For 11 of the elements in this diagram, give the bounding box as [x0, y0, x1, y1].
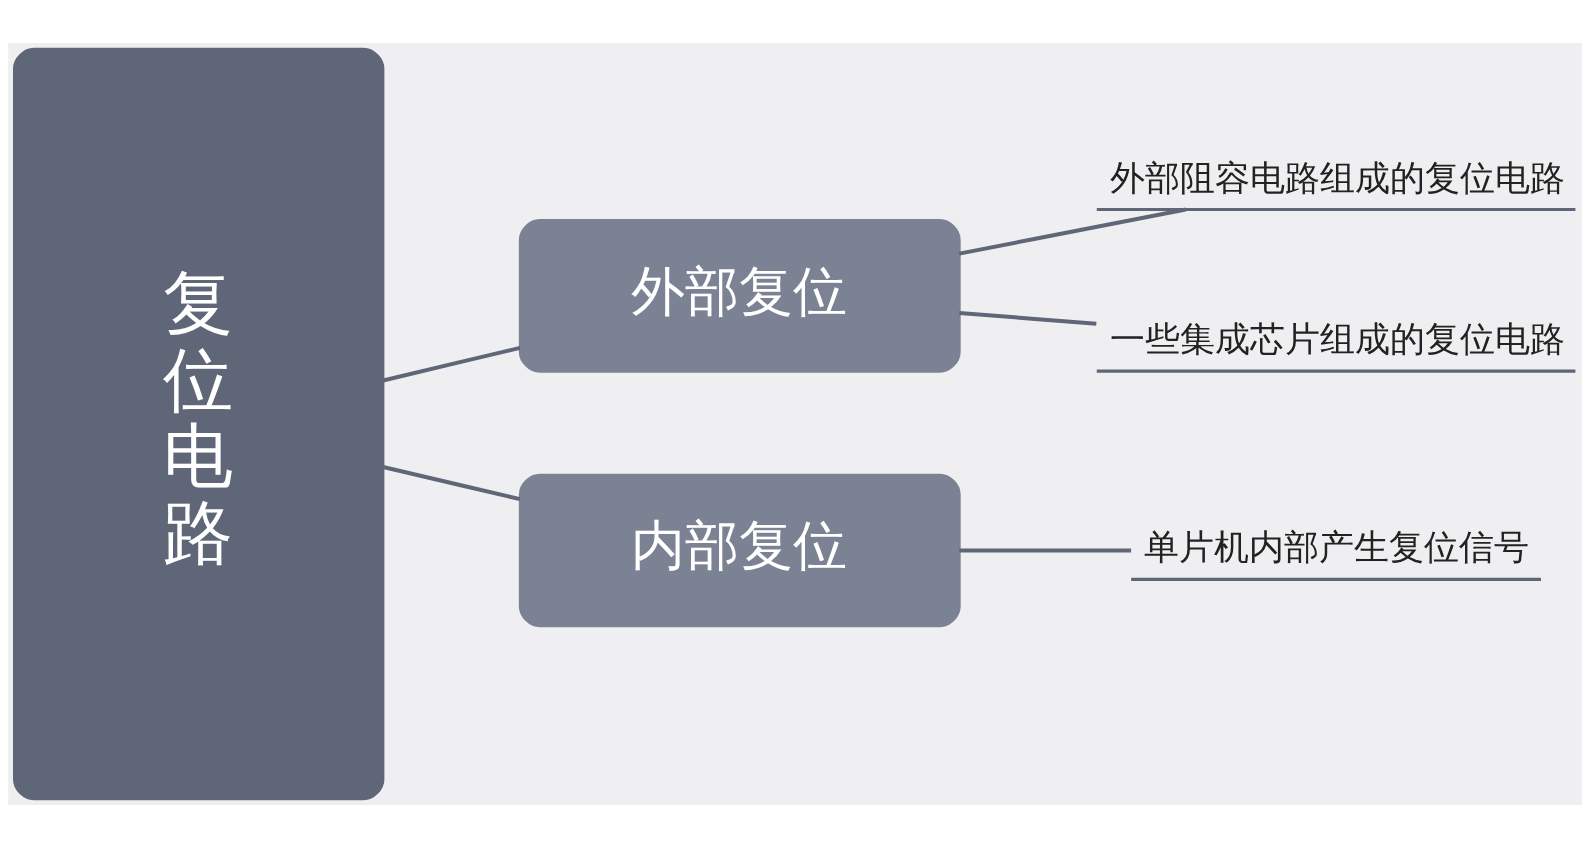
connector [959, 310, 1097, 326]
connector [382, 464, 521, 501]
connector [958, 207, 1187, 256]
connector [959, 547, 1132, 552]
connector [382, 345, 521, 382]
node-text: 外部阻容电路组成的复位电路 [1109, 156, 1565, 198]
node-text: 单片机内部产生复位信号 [1143, 525, 1529, 567]
node-box: 复位电路 [13, 47, 385, 800]
node-text: 一些集成芯片组成的复位电路 [1109, 317, 1565, 359]
node-box: 内部复位 [518, 473, 961, 627]
node-box: 外部复位 [518, 218, 961, 373]
